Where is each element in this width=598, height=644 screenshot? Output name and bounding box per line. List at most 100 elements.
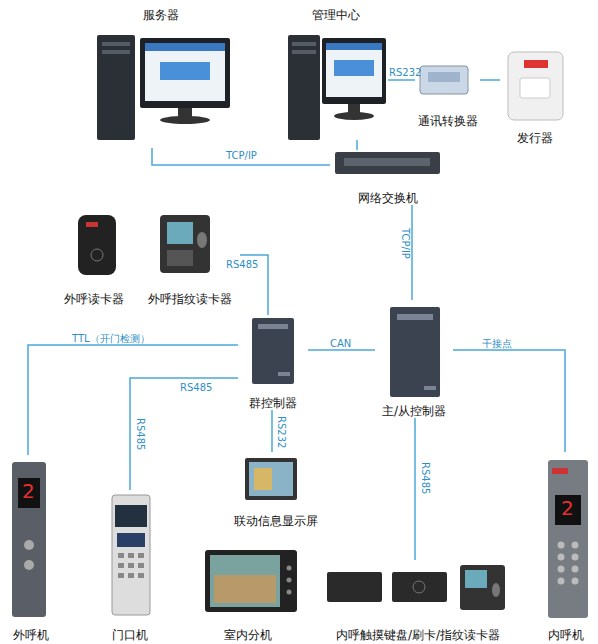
- monitor-screen: [326, 43, 382, 97]
- signal-label: TCP/IP: [400, 228, 411, 259]
- floor-button: [558, 578, 565, 585]
- device-label: 内呼触摸键盘/刷卡/指纹读卡器: [336, 628, 500, 642]
- device-label: 主/从控制器: [382, 404, 446, 418]
- signal-connector: [356, 140, 358, 150]
- drive-bay: [102, 42, 130, 46]
- management-computer: [288, 35, 386, 140]
- signal-label: RS485: [226, 259, 258, 270]
- call-button: [24, 540, 34, 550]
- key: [138, 553, 144, 558]
- issuer-label: [524, 60, 548, 68]
- device-label: 群控制器: [249, 396, 297, 410]
- key: [138, 563, 144, 568]
- indoor-unit: [205, 550, 297, 612]
- monitor: [322, 38, 386, 104]
- reader-screen: [167, 222, 193, 244]
- controller-label: [424, 386, 436, 390]
- reader-symbol: [413, 581, 425, 593]
- device-label: 外呼指纹读卡器: [148, 292, 232, 306]
- display-image: [254, 468, 272, 490]
- device-node: 内呼机: [535, 452, 597, 642]
- display-screen: [249, 462, 293, 496]
- signal-label: RS232: [276, 416, 287, 448]
- signal-label: CAN: [330, 338, 351, 349]
- device-node: 群控制器: [238, 315, 308, 410]
- monitor-screen: [145, 43, 225, 101]
- signal-label: RS485: [180, 382, 212, 393]
- key: [118, 553, 124, 558]
- reader-keypad: [167, 250, 193, 266]
- panel-body: [548, 460, 588, 618]
- network-switch: [335, 152, 440, 174]
- signal-connector: [411, 205, 413, 300]
- unit-button: [287, 566, 292, 571]
- floor-number: 2: [22, 480, 35, 502]
- key: [138, 573, 144, 578]
- device-label: 门口机: [112, 628, 148, 642]
- controller-label: [397, 314, 433, 320]
- floor-button: [558, 542, 565, 549]
- main-controller-box: [390, 307, 440, 397]
- reader-logo: [86, 222, 98, 227]
- screen-logo: [334, 60, 374, 76]
- linkage-display: [245, 458, 297, 500]
- controller-body: [252, 318, 294, 384]
- device-node: 联动信息显示屏: [222, 452, 330, 528]
- signal-label: RS232: [389, 67, 421, 78]
- signal-connector: [388, 79, 415, 81]
- signal-connector: [414, 418, 416, 560]
- drive-bay: [292, 42, 316, 46]
- drive-bay: [102, 50, 130, 54]
- screen-logo: [160, 62, 210, 80]
- signal-connector: [308, 349, 375, 351]
- reader-symbol: [91, 249, 103, 261]
- floor-button: [572, 554, 579, 561]
- unit-body: [205, 550, 297, 612]
- key: [128, 553, 134, 558]
- controller-body: [390, 307, 440, 397]
- signal-connector: [152, 148, 330, 165]
- floor-button: [558, 566, 565, 573]
- call-button: [24, 560, 34, 570]
- screen-band: [145, 43, 225, 51]
- panel-body: [12, 462, 46, 617]
- device-label: 外呼读卡器: [64, 292, 124, 306]
- monitor-base: [334, 112, 374, 120]
- fingerprint-pad: [197, 232, 207, 248]
- device-label: 通讯转换器: [418, 114, 478, 128]
- device-label: 内呼机: [548, 628, 584, 642]
- issuer-body: [508, 52, 563, 120]
- controller-label: [258, 324, 288, 329]
- device-node: 门口机: [100, 490, 160, 642]
- outer-call-panel: [12, 462, 46, 617]
- station-screen: [117, 533, 145, 547]
- floor-button: [572, 566, 579, 573]
- outer-card-reader: [78, 215, 116, 275]
- converter-port: [428, 72, 460, 82]
- device-node: 网络交换机: [330, 150, 445, 205]
- screen-band: [326, 43, 382, 50]
- device-node: 外呼读卡器: [55, 205, 133, 306]
- converter-body: [420, 66, 468, 94]
- key: [118, 563, 124, 568]
- screen-image: [214, 575, 276, 603]
- fingerprint-pad: [492, 583, 500, 597]
- card-reader: [392, 572, 447, 602]
- reader-body: [78, 215, 116, 275]
- device-node: 发行器: [500, 45, 570, 145]
- pc-tower: [97, 35, 135, 140]
- device-label: 管理中心: [312, 8, 360, 22]
- signal-connector: [271, 410, 273, 452]
- device-node: 内呼触摸键盘/刷卡/指纹读卡器: [318, 560, 518, 642]
- drive-bay: [292, 50, 316, 54]
- key: [128, 563, 134, 568]
- reader-body: [160, 215, 210, 273]
- outer-fingerprint-reader: [160, 215, 210, 273]
- unit-screen: [210, 555, 280, 607]
- switch-ports: [344, 158, 430, 166]
- floor-button: [572, 578, 579, 585]
- switch-body: [335, 152, 440, 174]
